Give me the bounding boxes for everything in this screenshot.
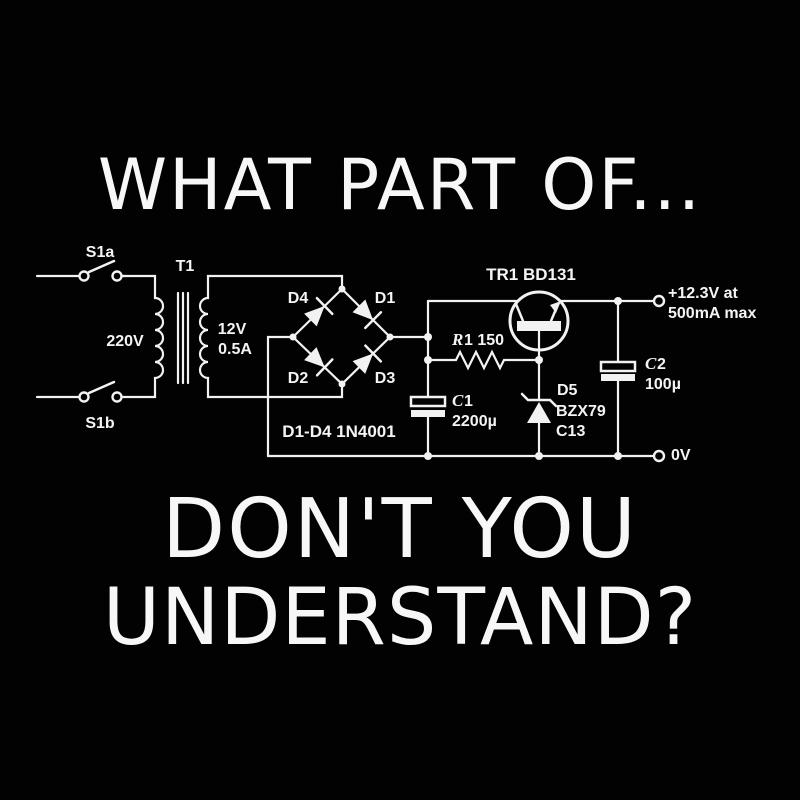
transistor-tr1-symbol (508, 290, 570, 352)
label-tr1: TR1 BD131 (486, 265, 576, 284)
label-output-current: 500mA max (668, 305, 756, 322)
label-c1-value: 2200µ (452, 413, 497, 430)
transistor-collector-lead (514, 302, 525, 323)
label-d1: D1 (375, 290, 396, 307)
zener-d5-symbol (520, 392, 558, 423)
terminal-positive (652, 294, 666, 308)
diode-d2-symbol (304, 347, 334, 377)
label-0p5a: 0.5A (218, 341, 252, 358)
wire-bridge-to-ground (266, 335, 295, 458)
label-output-voltage: +12.3V at (668, 285, 739, 302)
transformer-secondary-winding (198, 274, 344, 399)
label-0v: 0V (671, 447, 691, 464)
label-c2-letter: C (645, 354, 657, 373)
capacitor-c2-symbol (599, 360, 637, 381)
label-d5-part: BZX79 (556, 403, 606, 420)
switch-contact (111, 391, 123, 403)
junction-dots (289, 285, 622, 460)
diode-cathode-bar (315, 296, 334, 316)
zener-triangle (527, 402, 551, 423)
label-c1-ref: 1 (464, 393, 473, 410)
diode-cathode-bar (315, 358, 334, 377)
headline-bottom-line1: DON'T YOU (162, 482, 638, 577)
transformer-core-lines (176, 291, 190, 385)
diode-d4-symbol (304, 296, 334, 327)
capacitor-c1-symbol (409, 395, 447, 417)
label-c2-ref: 2 (657, 356, 666, 373)
headline-top: WHAT PART OF... (97, 144, 703, 226)
label-d4: D4 (288, 290, 309, 307)
transformer-primary-winding (120, 274, 165, 399)
label-r1-value: 1 150 (464, 332, 504, 349)
switch-lever (87, 380, 116, 395)
switch-contact (111, 270, 123, 282)
label-c2-value: 100µ (645, 376, 681, 393)
diode-d3-symbol (352, 344, 383, 374)
label-d2: D2 (288, 370, 309, 387)
label-d5-part2: C13 (556, 423, 585, 440)
zener-cathode-bar (520, 392, 558, 408)
label-d5: D5 (557, 382, 578, 399)
switch-lever (87, 259, 116, 274)
wires (35, 274, 655, 458)
label-s1b: S1b (85, 415, 115, 432)
diode-cathode-bar (364, 311, 383, 330)
switch-contact (78, 270, 90, 282)
terminal-ground (652, 449, 666, 463)
label-d3: D3 (375, 370, 396, 387)
cap-minus-plate (411, 410, 445, 417)
switch-contact (78, 391, 90, 403)
switch-s1a (78, 259, 126, 282)
label-c1-letter: C (452, 391, 464, 410)
cap-minus-plate (601, 374, 635, 381)
transistor-circle (508, 290, 570, 352)
switch-s1b (78, 380, 123, 403)
label-t1: T1 (176, 258, 195, 275)
transistor-base-bar (517, 321, 561, 331)
label-220v: 220V (106, 333, 144, 350)
transistor-emitter-arrow (550, 301, 561, 313)
cap-plus-plate (599, 360, 637, 373)
diode-d1-symbol (352, 299, 383, 330)
headline-bottom-line2: UNDERSTAND? (102, 573, 698, 663)
label-12v: 12V (218, 321, 247, 338)
label-s1a: S1a (86, 244, 115, 261)
cap-plus-plate (409, 395, 447, 408)
diode-cathode-bar (364, 344, 383, 363)
label-r1-letter: R (451, 330, 463, 349)
resistor-r1-symbol (426, 349, 541, 371)
label-bridge-note: D1-D4 1N4001 (282, 422, 395, 441)
